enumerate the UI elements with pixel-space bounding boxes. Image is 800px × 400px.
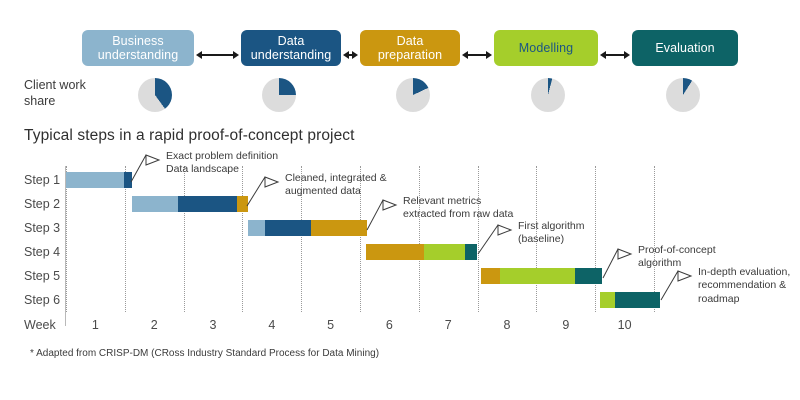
gantt-bar-row2-seg3[interactable] — [236, 196, 249, 212]
gantt-row-label-2: Step 2 — [24, 197, 61, 211]
gantt-bar-row5-seg2[interactable] — [499, 268, 576, 284]
gantt-gridline-week-5 — [360, 166, 361, 312]
gantt-gridline-week-1 — [124, 166, 126, 312]
gantt-week-tick-7: 7 — [444, 318, 452, 332]
phase-box-3[interactable]: Data preparation — [360, 30, 460, 66]
gantt-gridline-week-9 — [595, 166, 597, 312]
gantt-week-tick-10: 10 — [617, 318, 632, 332]
gantt-bar-row3-seg3[interactable] — [311, 220, 368, 236]
gantt-gridline-week-8 — [536, 166, 538, 312]
gantt-axis-line — [65, 166, 66, 326]
gantt-week-tick-5: 5 — [327, 318, 335, 332]
gantt-week-tick-1: 1 — [91, 318, 99, 332]
gantt-gridline-week-10 — [654, 166, 655, 312]
gantt-gridline-week-7 — [477, 166, 479, 312]
phase-connector-arrow-4 — [600, 49, 630, 61]
gantt-bar-row4-seg2[interactable] — [424, 244, 465, 260]
phase-connector-arrow-2 — [343, 49, 358, 61]
phase-connector-arrow-1 — [196, 49, 239, 61]
gantt-row-label-1: Step 1 — [24, 173, 61, 187]
gantt-bar-row6-seg2[interactable] — [615, 292, 660, 308]
phase-box-1[interactable]: Business understanding — [82, 30, 194, 66]
gantt-week-tick-4: 4 — [268, 318, 276, 332]
client-work-share-pie-3 — [396, 78, 430, 112]
gantt-bar-row4-seg3[interactable] — [464, 244, 477, 260]
gantt-bar-row4-seg1[interactable] — [365, 244, 425, 260]
footnote: * Adapted from CRISP-DM (CRoss Industry … — [30, 348, 380, 359]
gantt-chart: Step 1 Step 2 Step 3 Step 4 Step 5 Step 6 Week… — [0, 160, 800, 360]
phase-box-4[interactable]: Modelling — [494, 30, 598, 66]
gantt-bar-row6-seg1[interactable] — [599, 292, 616, 308]
gantt-bar-row3-seg1[interactable] — [248, 220, 265, 236]
gantt-bar-row3-seg2[interactable] — [264, 220, 312, 236]
client-work-share-pie-1 — [138, 78, 172, 112]
gantt-row-label-3: Step 3 — [24, 221, 61, 235]
gantt-week-tick-9: 9 — [562, 318, 570, 332]
phase-box-2[interactable]: Data understanding — [241, 30, 341, 66]
gantt-gridline-week-2 — [183, 166, 185, 312]
gantt-row-label-4: Step 4 — [24, 245, 61, 259]
gantt-week-axis-label: Week — [24, 318, 56, 332]
phase-box-5[interactable]: Evaluation — [632, 30, 738, 66]
gantt-row-label-5: Step 5 — [24, 269, 61, 283]
section-title: Typical steps in a rapid proof-of-concep… — [24, 127, 355, 144]
gantt-gridline-week-0 — [66, 166, 67, 312]
gantt-bar-row2-seg1[interactable] — [131, 196, 178, 212]
gantt-bar-row1-seg1[interactable] — [66, 172, 125, 188]
gantt-bar-row5-seg1[interactable] — [481, 268, 500, 284]
gantt-gridline-week-6 — [418, 166, 420, 312]
gantt-gridline-week-4 — [301, 166, 303, 312]
client-work-share-pie-5 — [666, 78, 700, 112]
phase-connector-arrow-3 — [462, 49, 492, 61]
gantt-bar-row5-seg3[interactable] — [575, 268, 603, 284]
gantt-week-tick-2: 2 — [150, 318, 158, 332]
gantt-week-tick-3: 3 — [209, 318, 217, 332]
gantt-week-tick-8: 8 — [503, 318, 511, 332]
gantt-bar-row2-seg2[interactable] — [177, 196, 237, 212]
gantt-bar-row1-seg2[interactable] — [124, 172, 132, 188]
client-work-share-pie-2 — [262, 78, 296, 112]
client-work-share-label: Client work share — [24, 78, 86, 108]
gantt-week-tick-6: 6 — [385, 318, 393, 332]
gantt-row-label-6: Step 6 — [24, 293, 61, 307]
gantt-gridline-week-3 — [242, 166, 244, 312]
client-work-share-pie-4 — [531, 78, 565, 112]
